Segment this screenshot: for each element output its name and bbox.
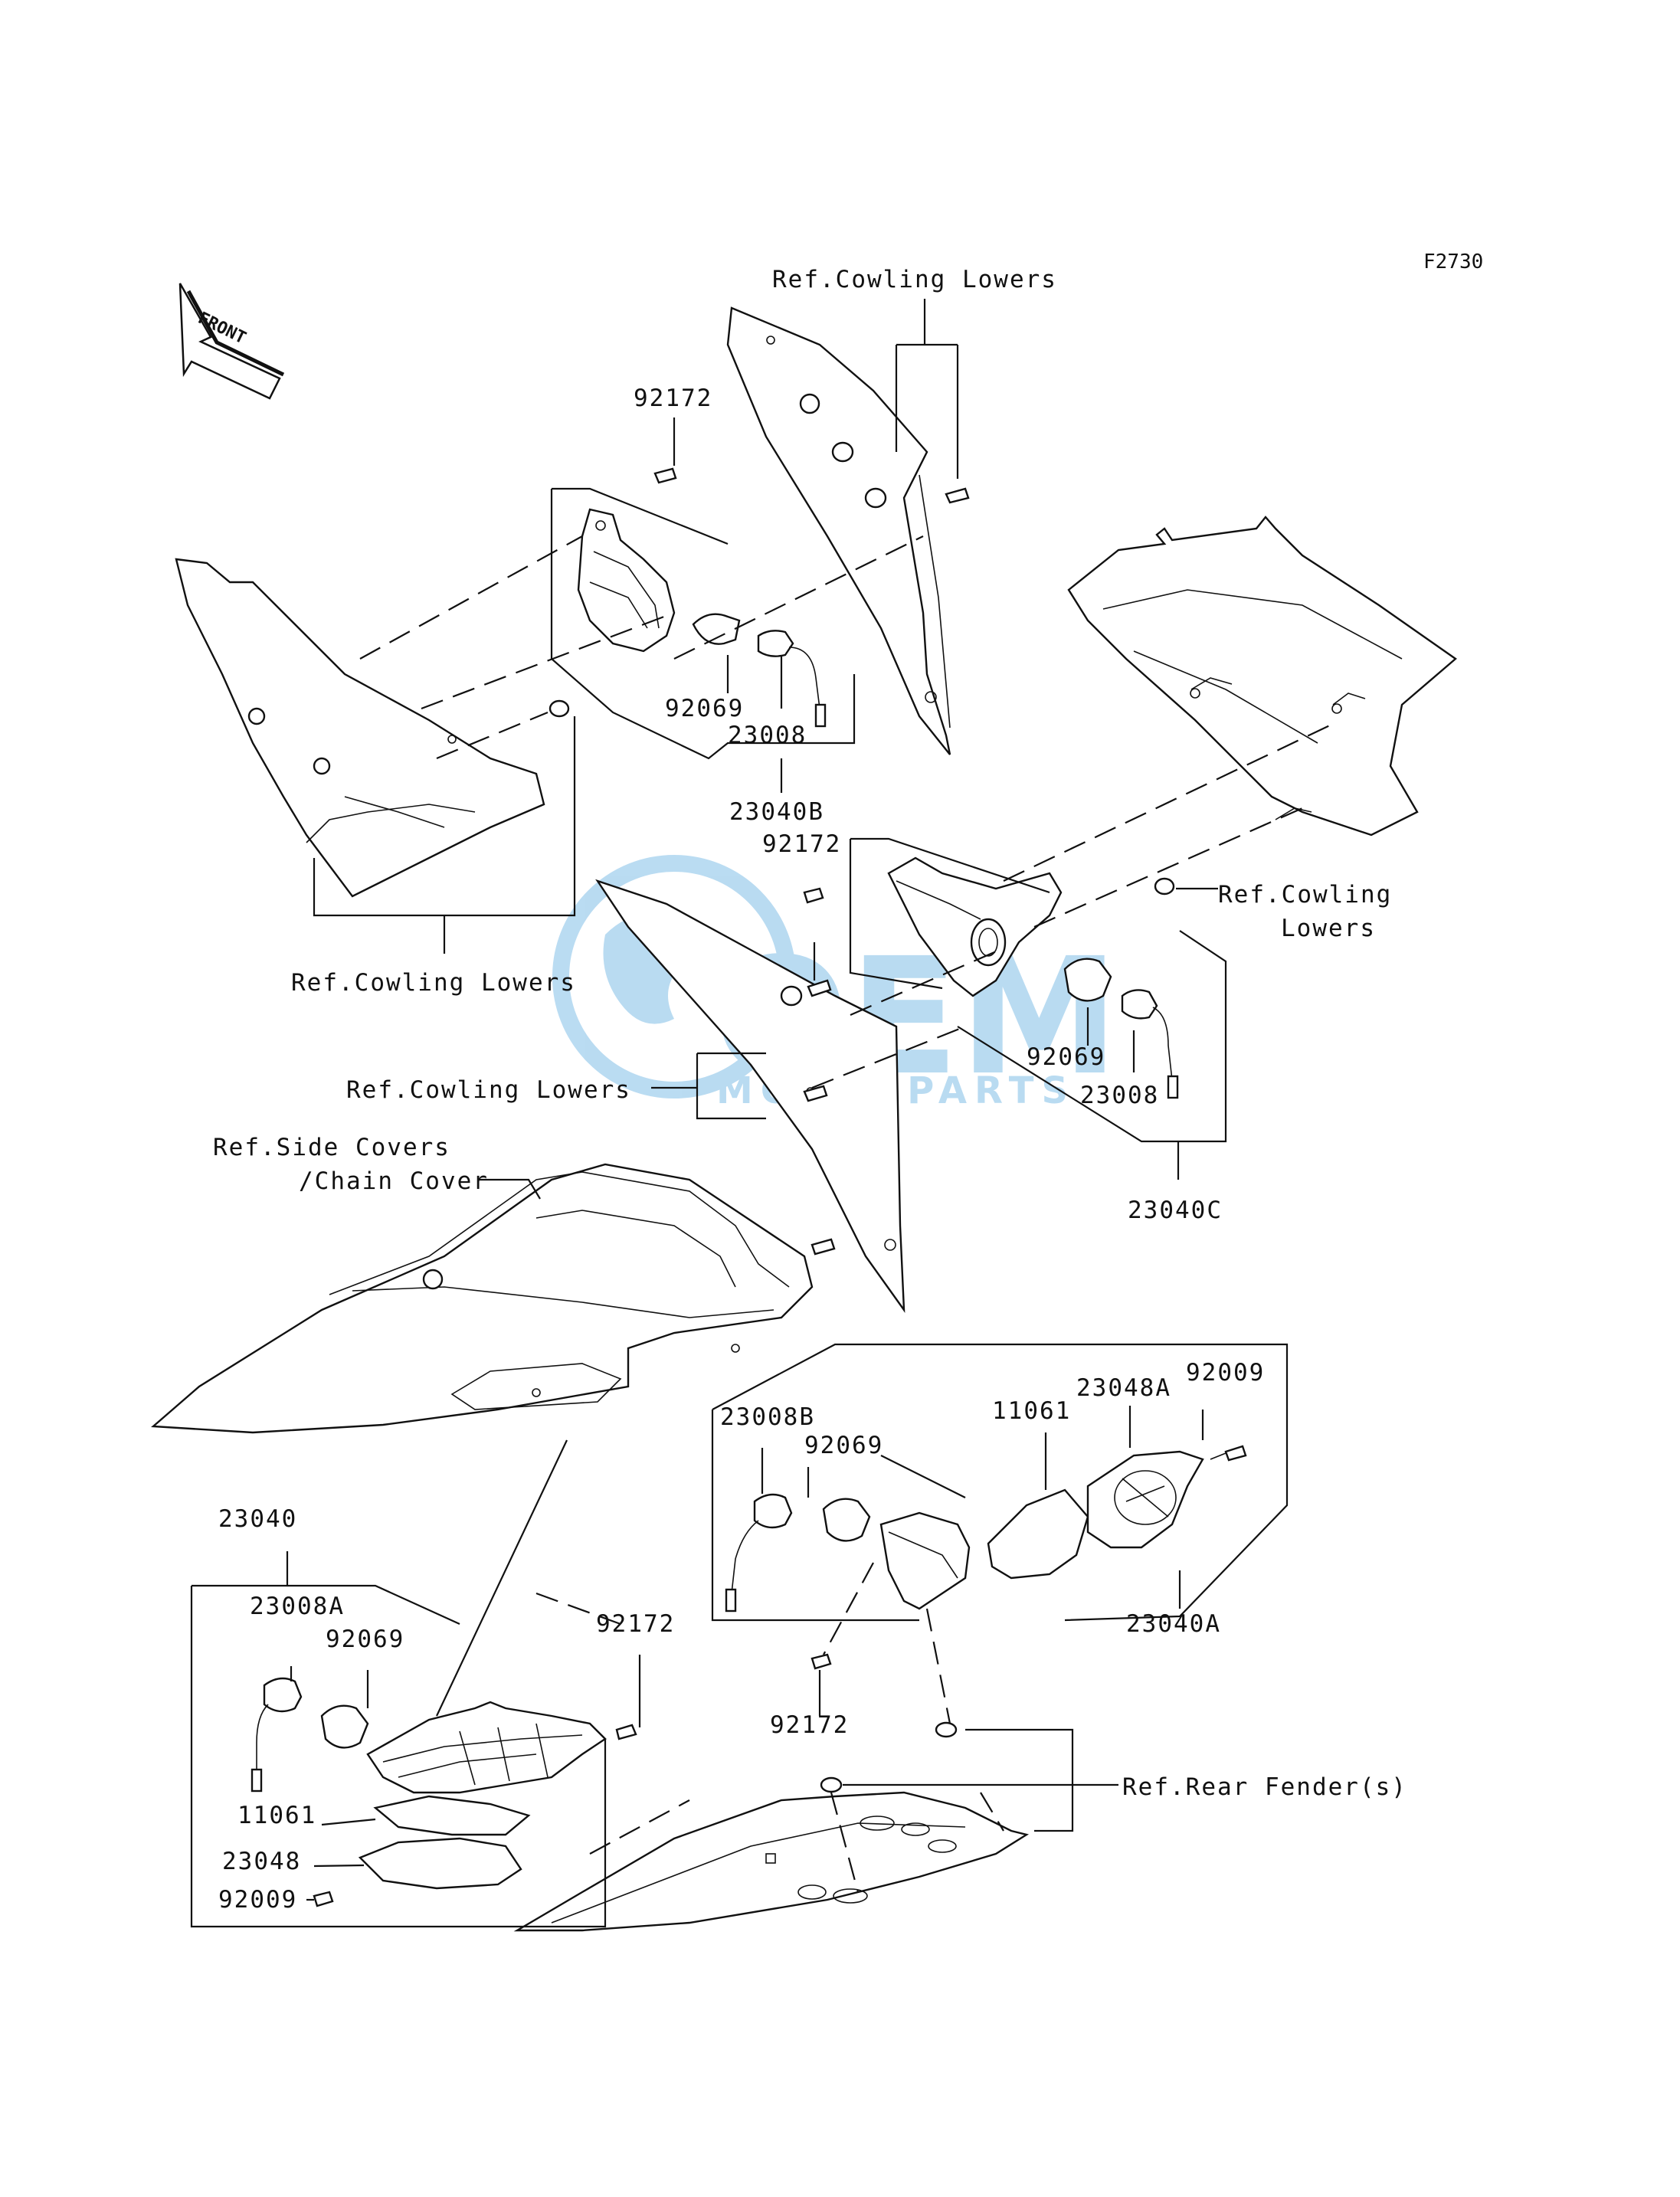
label-23040: 23040: [218, 1505, 297, 1533]
label-92172-b: 92172: [762, 830, 841, 858]
ref-cowling-right-2: Lowers: [1281, 915, 1376, 942]
rear-fender: [513, 1791, 1030, 1932]
label-23048: 23048: [222, 1848, 301, 1875]
leader-lines: [190, 299, 1334, 1928]
ref-cowling-mid: Ref.Cowling Lowers: [346, 1076, 631, 1104]
ref-side-covers-1: Ref.Side Covers: [213, 1134, 450, 1161]
label-92009-b: 92009: [218, 1886, 297, 1914]
ref-cowling-right-1: Ref.Cowling: [1218, 881, 1392, 909]
cowling-panel-center: [595, 879, 905, 1314]
label-23040c: 23040C: [1128, 1197, 1223, 1224]
label-92172-d: 92172: [596, 1610, 675, 1638]
cowling-panel-left: [175, 558, 545, 898]
label-23040b: 23040B: [729, 798, 824, 826]
diagram-code: F2730: [1423, 250, 1483, 273]
label-23008-b: 23008: [1080, 1082, 1159, 1109]
part-labels: Ref.Cowling Lowers 92172 92069 23008 230…: [213, 266, 1407, 1914]
label-23048a: 23048A: [1076, 1374, 1171, 1402]
label-92069-b: 92069: [1027, 1043, 1105, 1071]
socket-icon: [263, 1677, 303, 1713]
ref-cowling-left: Ref.Cowling Lowers: [291, 969, 576, 997]
ref-rear-fender: Ref.Rear Fender(s): [1122, 1773, 1407, 1801]
seat-cowl: [150, 1163, 814, 1434]
label-23040a: 23040A: [1126, 1610, 1221, 1638]
bulb-icon: [1063, 958, 1112, 1002]
bulb-icon: [320, 1704, 369, 1749]
label-23008-a: 23008: [728, 722, 807, 749]
cowling-panel-right: [1067, 516, 1457, 837]
ref-cowling-top: Ref.Cowling Lowers: [772, 266, 1057, 293]
label-11061-b: 11061: [237, 1802, 316, 1829]
cowling-panel-top: [726, 306, 951, 755]
label-11061-a: 11061: [992, 1397, 1071, 1425]
socket-icon: [753, 1493, 793, 1529]
turn-signal-23040b: [577, 508, 827, 728]
fasteners: [313, 467, 1247, 1907]
label-92069-d: 92069: [326, 1626, 404, 1653]
ref-side-covers-2: /Chain Cover: [299, 1167, 489, 1195]
label-92009-a: 92009: [1186, 1359, 1265, 1387]
label-92172-a: 92172: [634, 385, 712, 412]
label-92069-a: 92069: [665, 695, 744, 722]
front-arrow-icon: FRONT: [178, 283, 285, 400]
bulb-icon: [822, 1498, 871, 1542]
label-92172-c: 92172: [770, 1711, 849, 1739]
gasket-icon: [373, 1795, 531, 1836]
label-23008a: 23008A: [250, 1593, 345, 1620]
bulb-icon: [692, 613, 741, 645]
turn-signal-23040c: [887, 856, 1179, 1099]
label-23008b: 23008B: [720, 1403, 815, 1431]
socket-icon: [1121, 989, 1158, 1020]
turn-signal-23040: [251, 1677, 607, 1890]
gasket-icon: [987, 1488, 1089, 1580]
turn-signal-23040a: [725, 1450, 1230, 1613]
label-92069-c: 92069: [804, 1432, 883, 1459]
socket-icon: [757, 630, 794, 657]
lens-icon: [358, 1837, 522, 1890]
